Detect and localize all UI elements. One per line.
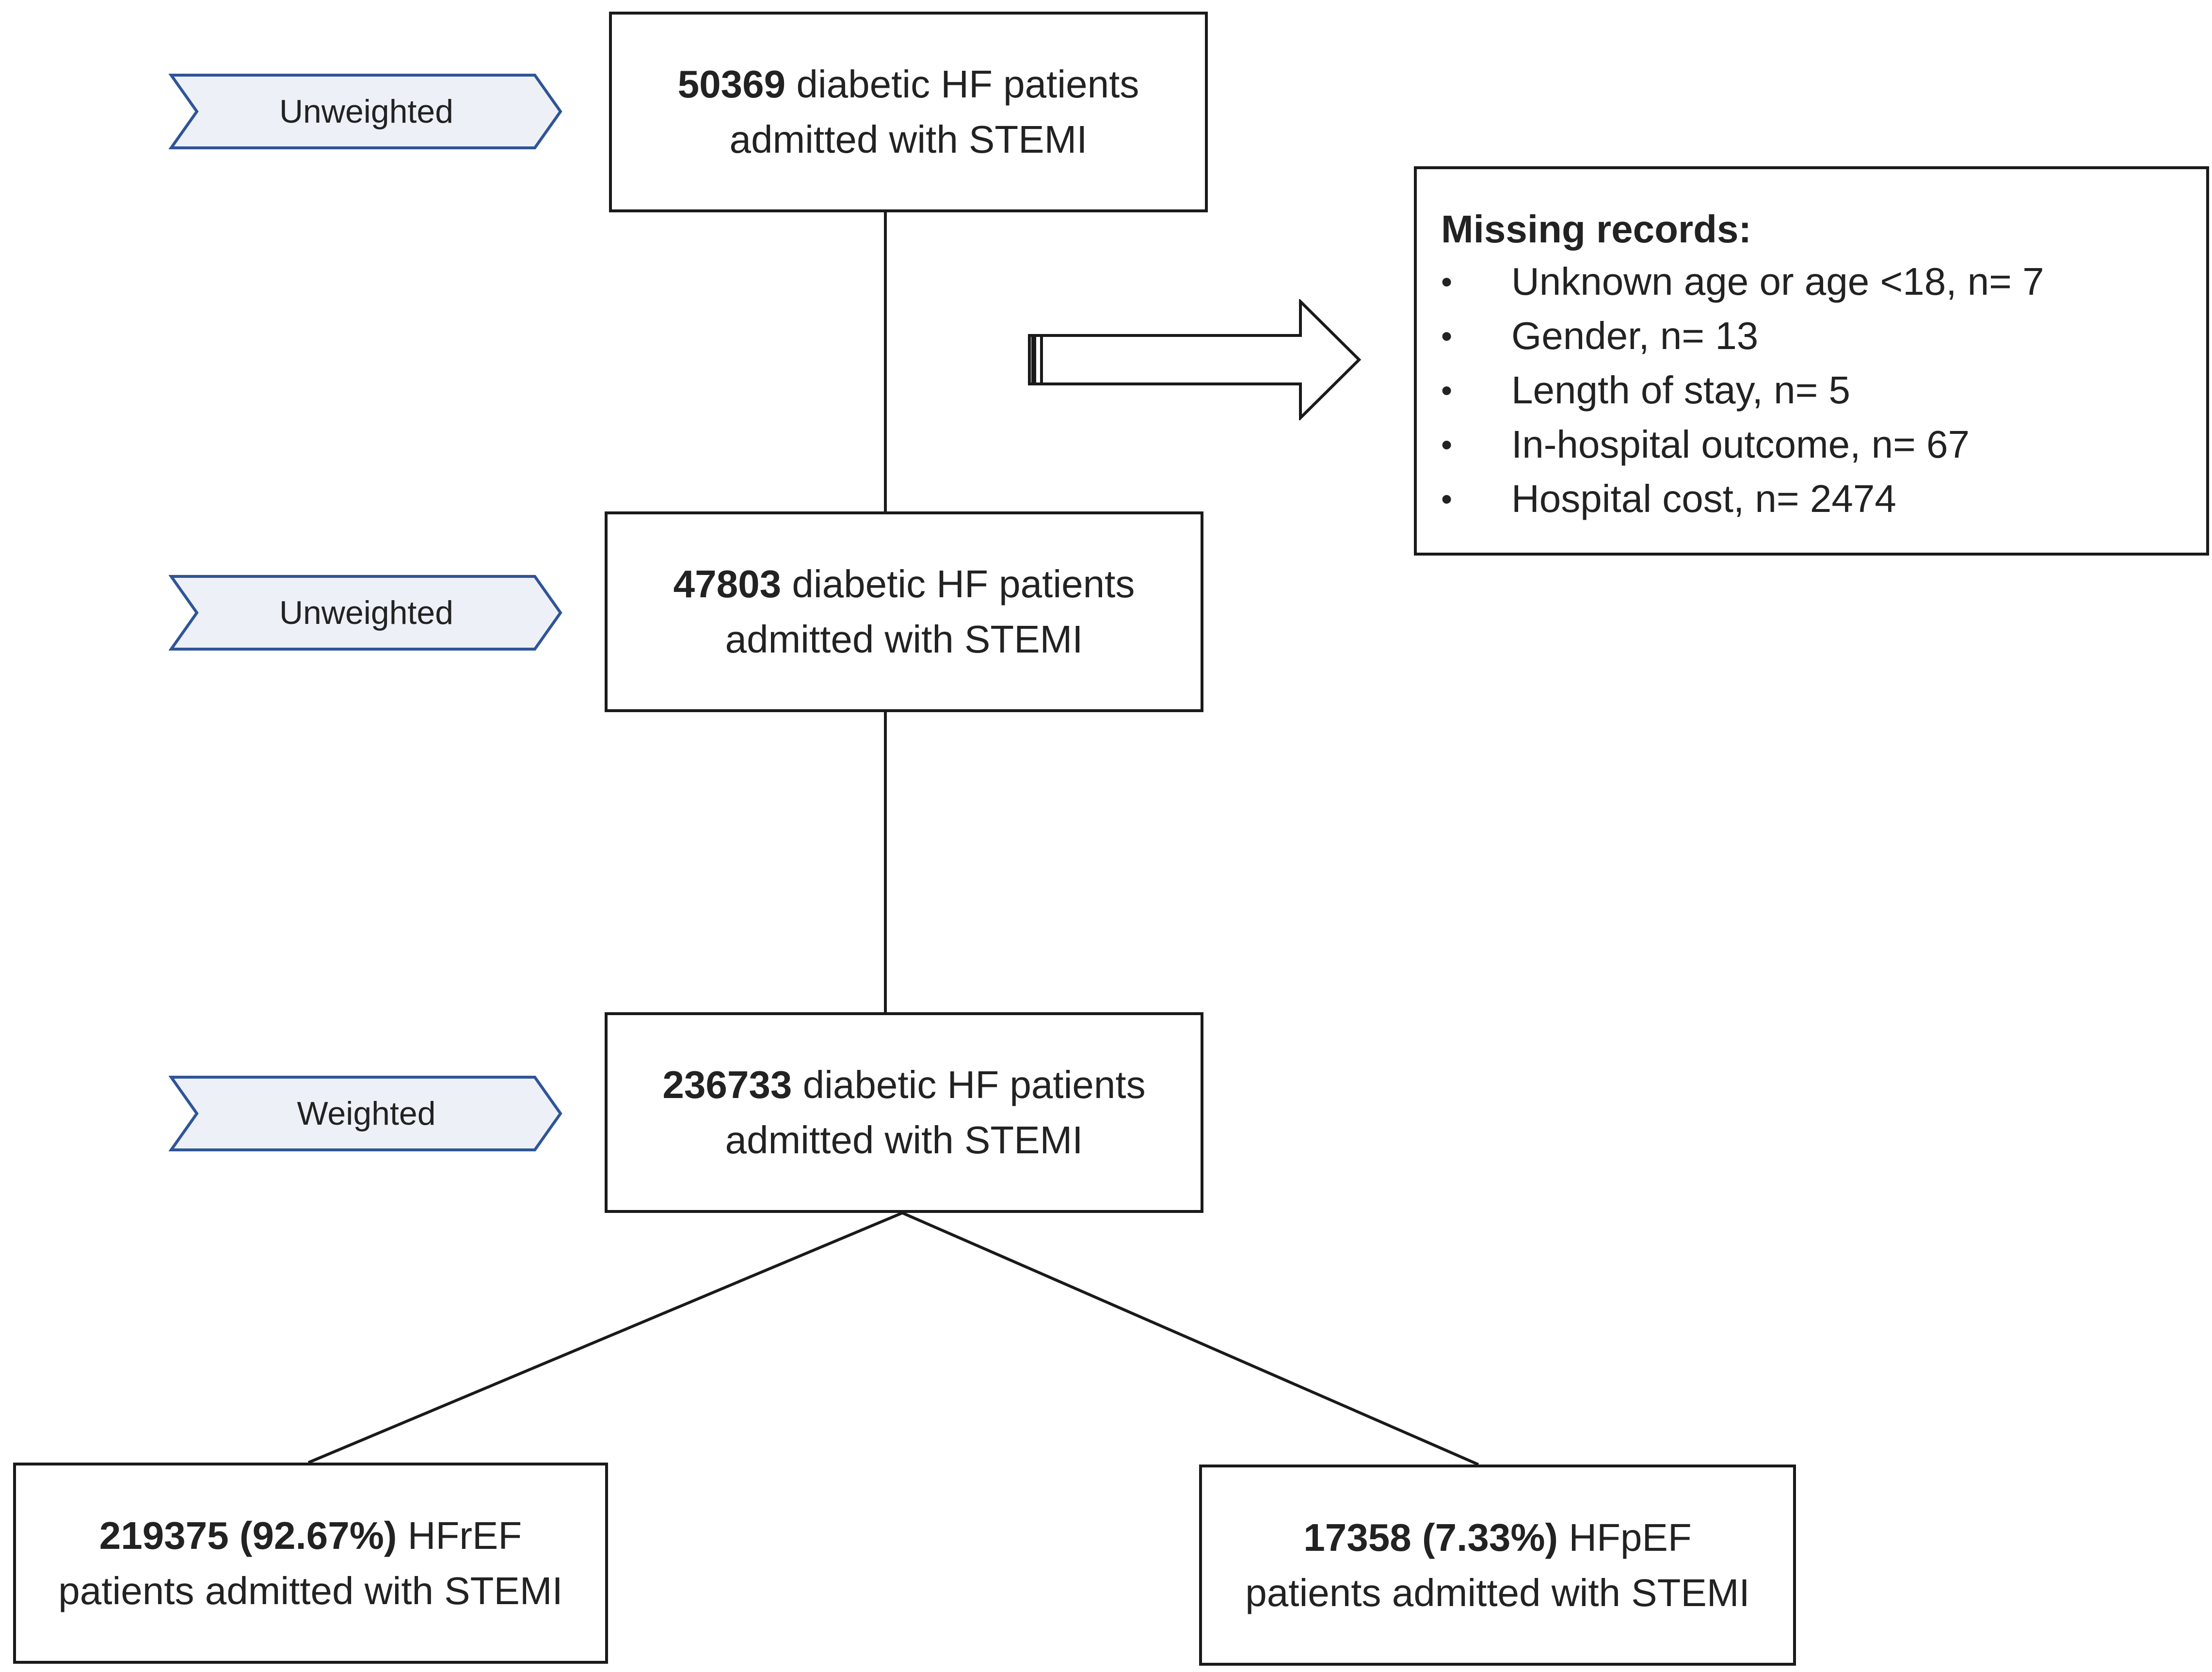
box-line-1: 17358 (7.33%) HFpEF <box>1303 1510 1691 1565</box>
missing-record-text: Unknown age or age <18, n= 7 <box>1511 260 2044 303</box>
box-line-2: admitted with STEMI <box>729 118 1088 161</box>
box-line-2: patients admitted with STEMI <box>58 1569 563 1612</box>
box-text: diabetic HF patients <box>781 562 1135 606</box>
missing-record-item: • In-hospital outcome, n= 67 <box>1441 417 2187 472</box>
box-hfref: 219375 (92.67%) HFrEF patients admitted … <box>13 1463 608 1664</box>
box-count: 236733 <box>662 1063 792 1107</box>
box-weighted-cohort: 236733 diabetic HF patients admitted wit… <box>605 1012 1203 1213</box>
box-after-exclusions: 47803 diabetic HF patients admitted with… <box>605 511 1203 712</box>
exclusion-arrow-icon <box>1028 299 1362 420</box>
tag-label: Unweighted <box>279 594 454 631</box>
box-text: diabetic HF patients <box>792 1063 1146 1107</box>
bullet: • <box>1441 264 1453 300</box>
missing-record-text: Length of stay, n= 5 <box>1511 368 1851 412</box>
bullet: • <box>1441 372 1453 408</box>
box-count: 47803 <box>673 562 782 606</box>
box-line-1: 236733 diabetic HF patients <box>662 1057 1145 1113</box>
box-count: 50369 <box>677 63 786 106</box>
tag-weighted: Weighted <box>169 1075 564 1152</box>
box-count: 17358 (7.33%) <box>1303 1515 1558 1559</box>
chevron-shape <box>169 575 562 651</box>
bullet: • <box>1441 427 1453 462</box>
connector-box3-box5 <box>901 1211 1479 1466</box>
missing-record-text: Gender, n= 13 <box>1511 314 1759 357</box>
box-text: HFrEF <box>397 1513 522 1557</box>
box-line-1: 50369 diabetic HF patients <box>678 57 1139 112</box>
tag-unweighted-1: Unweighted <box>169 73 564 150</box>
box-text: diabetic HF patients <box>785 63 1139 106</box>
tag-label: Weighted <box>297 1095 436 1132</box>
box-line-2: admitted with STEMI <box>725 618 1083 661</box>
missing-record-item: • Unknown age or age <18, n= 7 <box>1441 255 2187 309</box>
missing-record-item: • Hospital cost, n= 2474 <box>1441 472 2187 526</box>
tag-unweighted-2: Unweighted <box>169 574 564 652</box>
missing-records-title: Missing records: <box>1441 207 1752 251</box>
tag-label: Unweighted <box>279 93 454 130</box>
chevron-shape <box>169 74 562 149</box>
missing-record-text: Hospital cost, n= 2474 <box>1511 477 1896 520</box>
missing-records-box: Missing records: • Unknown age or age <18… <box>1414 166 2209 556</box>
missing-record-item: • Length of stay, n= 5 <box>1441 363 2187 417</box>
box-text: HFpEF <box>1558 1515 1692 1559</box>
connector-box3-box4 <box>307 1211 903 1464</box>
missing-record-item: • Gender, n= 13 <box>1441 309 2187 363</box>
box-line-2: patients admitted with STEMI <box>1245 1571 1750 1614</box>
box-line-2: admitted with STEMI <box>725 1118 1083 1162</box>
bullet: • <box>1441 318 1453 354</box>
box-hfpef: 17358 (7.33%) HFpEF patients admitted wi… <box>1199 1465 1796 1666</box>
bullet: • <box>1441 481 1453 517</box>
box-count: 219375 (92.67%) <box>99 1513 397 1557</box>
missing-record-text: In-hospital outcome, n= 67 <box>1511 423 1970 466</box>
chevron-shape <box>169 1076 562 1151</box>
missing-records-list: • Unknown age or age <18, n= 7 • Gender, n… <box>1441 255 2187 526</box>
box-line-1: 219375 (92.67%) HFrEF <box>99 1508 522 1563</box>
box-line-1: 47803 diabetic HF patients <box>673 557 1135 612</box>
box-initial-cohort: 50369 diabetic HF patients admitted with… <box>609 12 1208 212</box>
